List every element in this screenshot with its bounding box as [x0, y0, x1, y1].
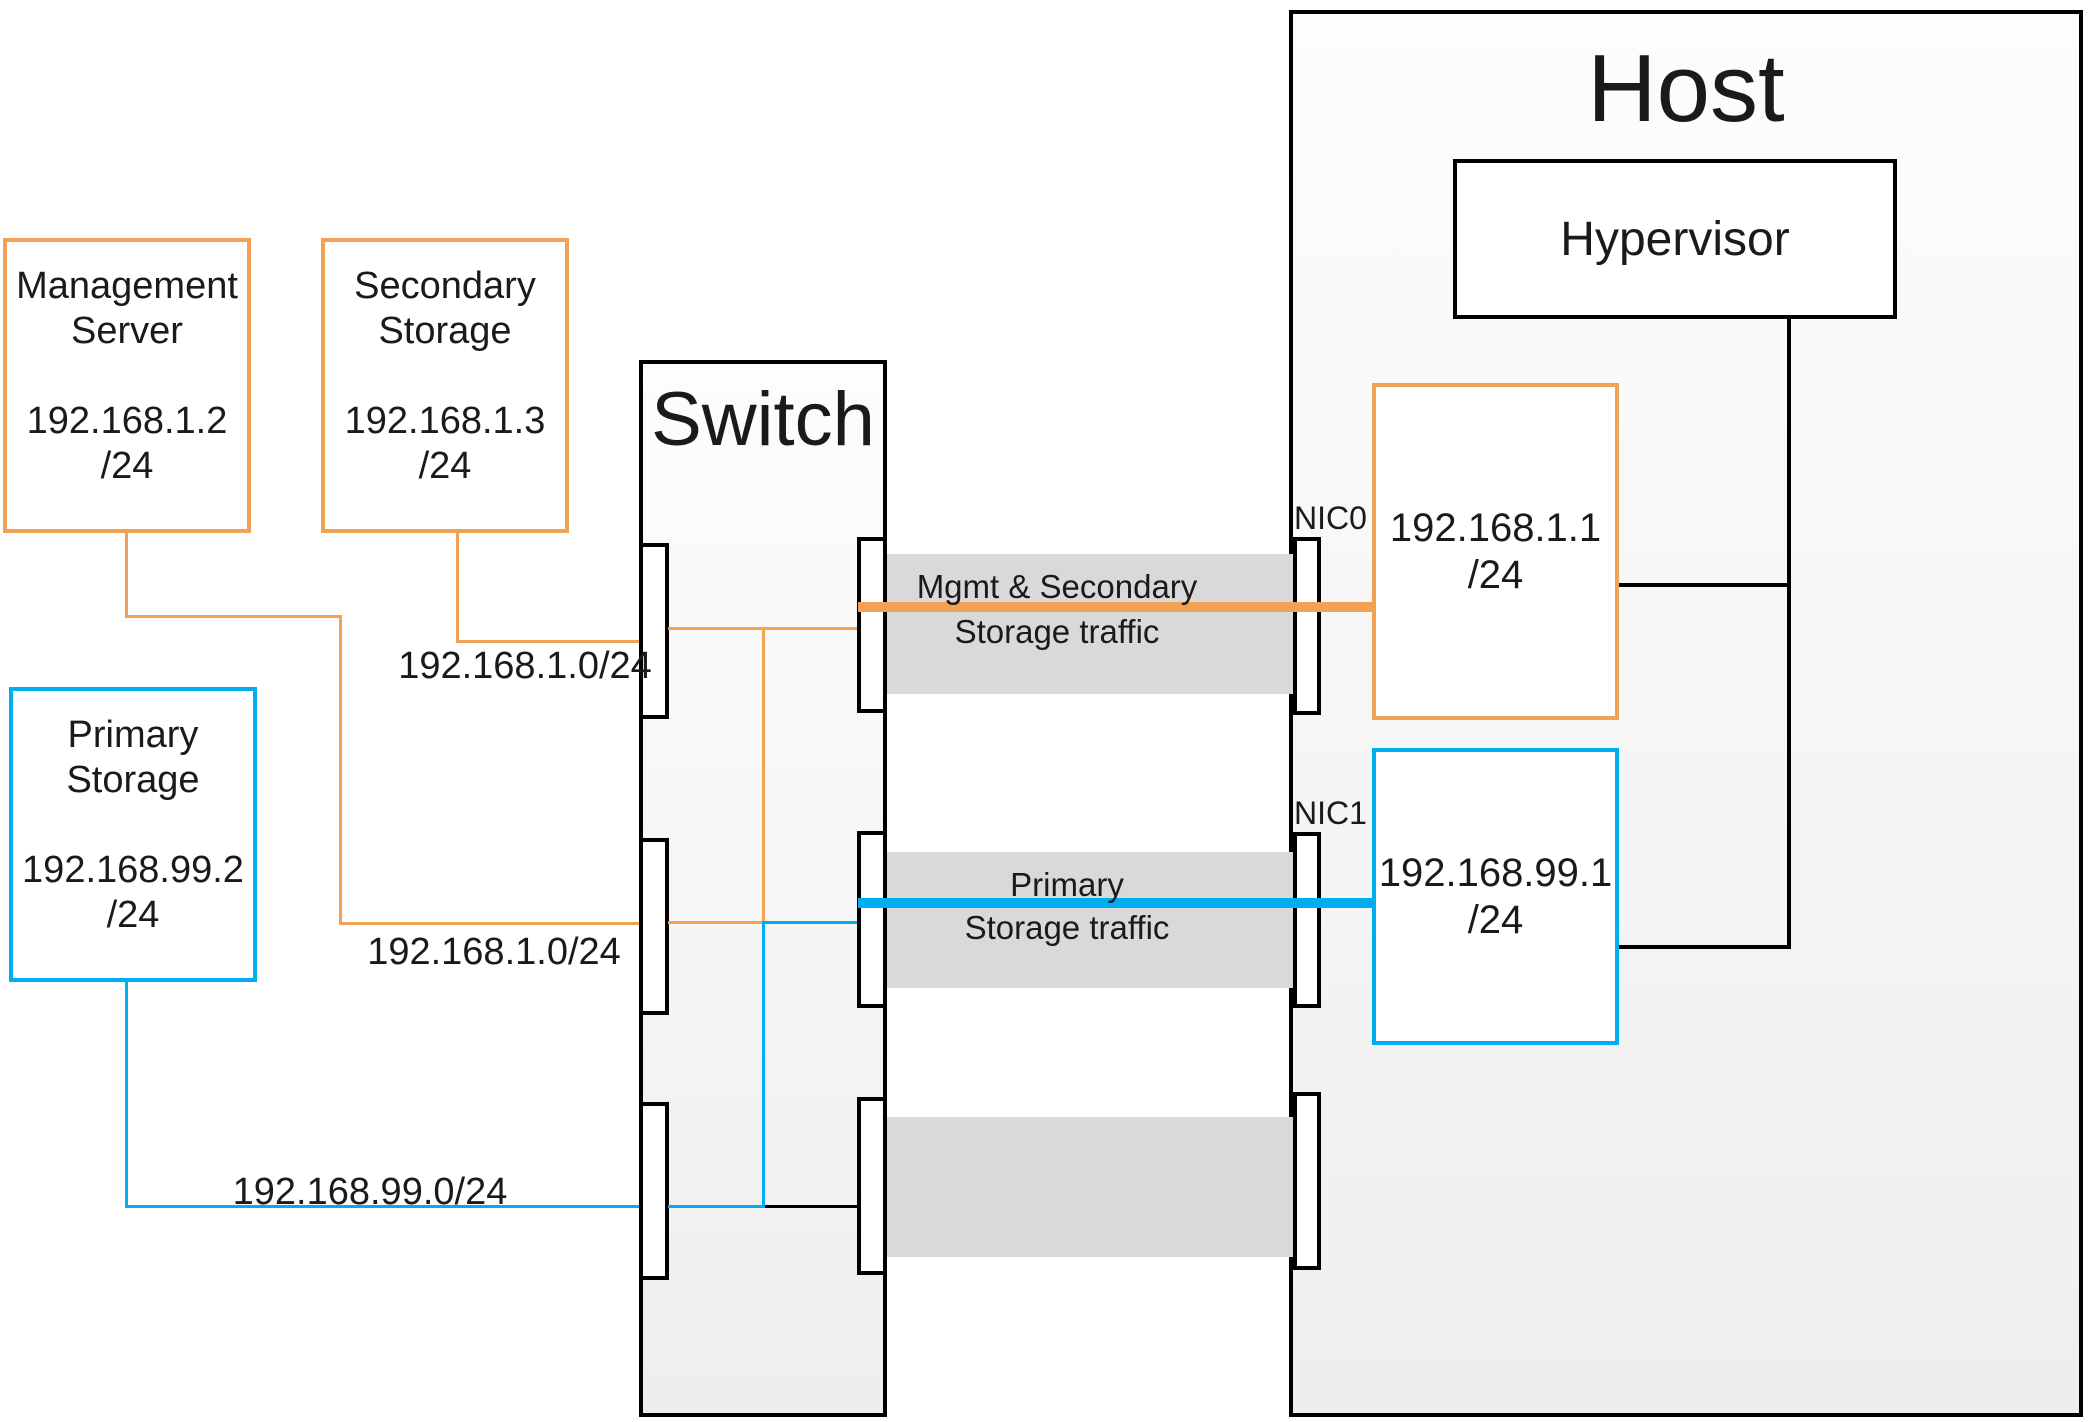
- management-server-name-line2: Server: [71, 310, 183, 352]
- switch-port-top-right: [857, 537, 887, 713]
- link-management-drop2: [339, 615, 342, 925]
- secondary-storage-ip: 192.168.1.3: [344, 400, 546, 442]
- subnet-label-secondary: 192.168.1.0/24: [398, 645, 652, 687]
- link-hypervisor-drop: [1787, 319, 1791, 949]
- switch-title: Switch: [651, 377, 875, 462]
- link-secondary-drop: [456, 533, 459, 643]
- primary-traffic-label-line2: Storage traffic: [964, 909, 1170, 946]
- nic1-mask: /24: [1467, 897, 1524, 942]
- hypervisor-label: Hypervisor: [1560, 212, 1790, 266]
- subnet-label-management: 192.168.1.0/24: [367, 931, 621, 973]
- switch-port-bottom-right: [857, 1097, 887, 1275]
- switch-internal-bottom-blue: [668, 1205, 765, 1208]
- nic0-ip: 192.168.1.1: [1389, 505, 1602, 550]
- management-server-ip: 192.168.1.2: [26, 400, 228, 442]
- subnet-label-primary: 192.168.99.0/24: [232, 1171, 508, 1213]
- secondary-storage-name-line2: Storage: [378, 310, 512, 352]
- nic0-box: 192.168.1.1 /24: [1372, 383, 1619, 720]
- switch-internal-mid-orange: [668, 921, 765, 924]
- primary-traffic-line: [858, 898, 1376, 908]
- switch-internal-mid-blue: [763, 921, 857, 924]
- nic1-ip: 192.168.99.1: [1378, 850, 1613, 895]
- link-nic1-to-hypervisor: [1619, 945, 1791, 949]
- host-title: Host: [1587, 35, 1785, 142]
- nic0-mask: /24: [1467, 552, 1524, 597]
- switch-port-bottom-left: [639, 1102, 669, 1280]
- nic1-box: 192.168.99.1 /24: [1372, 748, 1619, 1045]
- traffic-band-primary: [887, 852, 1293, 988]
- link-management-drop: [125, 533, 128, 618]
- link-nic0-to-hypervisor: [1619, 583, 1789, 587]
- switch-internal-bottom-black: [763, 1205, 857, 1208]
- traffic-band-unused: [887, 1117, 1293, 1257]
- primary-storage-mask: /24: [106, 894, 160, 936]
- link-primary-to-switch: [125, 1205, 639, 1208]
- host-port-unused: [1293, 1092, 1321, 1270]
- primary-storage-name-line1: Primary: [67, 714, 199, 756]
- link-management-shelf: [125, 615, 342, 618]
- management-server-box: Management Server 192.168.1.2 /24: [3, 238, 251, 533]
- link-primary-drop: [125, 982, 128, 1208]
- secondary-storage-name-line1: Secondary: [354, 265, 536, 307]
- mgmt-traffic-label-line1: Mgmt & Secondary: [916, 568, 1198, 605]
- switch-internal-vertical-orange: [762, 627, 765, 924]
- management-server-name-line1: Management: [16, 265, 238, 307]
- mgmt-traffic-label-line2: Storage traffic: [954, 613, 1160, 650]
- link-secondary-to-switch: [456, 640, 639, 643]
- hypervisor-box: Hypervisor: [1453, 159, 1897, 319]
- primary-storage-ip: 192.168.99.2: [22, 849, 244, 891]
- primary-traffic-label-line1: Primary: [1010, 866, 1124, 903]
- host-port-nic0: [1293, 537, 1321, 715]
- switch-port-top-left: [639, 543, 669, 719]
- nic0-port-label: NIC0: [1294, 500, 1367, 536]
- mgmt-traffic-line: [858, 602, 1376, 612]
- primary-storage-box: Primary Storage 192.168.99.2 /24: [9, 687, 257, 982]
- primary-storage-name-line2: Storage: [66, 759, 200, 801]
- switch-port-mid-left: [639, 838, 669, 1015]
- host-port-nic1: [1293, 832, 1321, 1008]
- management-server-mask: /24: [100, 445, 154, 487]
- nic1-port-label: NIC1: [1294, 795, 1367, 831]
- secondary-storage-mask: /24: [418, 445, 472, 487]
- switch-port-mid-right: [857, 831, 887, 1008]
- switch-internal-vertical-blue: [762, 921, 765, 1208]
- traffic-band-mgmt: [887, 554, 1293, 694]
- link-management-to-switch: [339, 922, 639, 925]
- secondary-storage-box: Secondary Storage 192.168.1.3 /24: [321, 238, 569, 533]
